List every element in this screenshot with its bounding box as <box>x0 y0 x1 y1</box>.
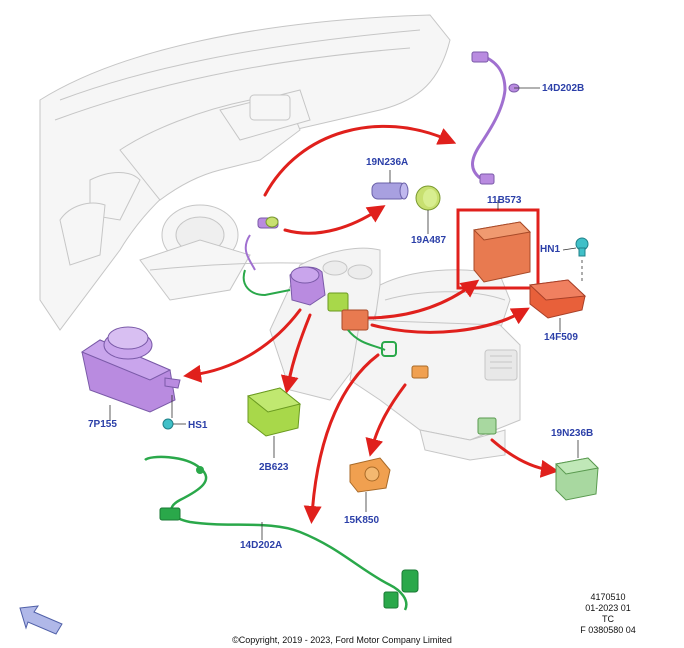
part-HN1 <box>562 237 589 282</box>
label-11B573: 11B573 <box>487 195 522 206</box>
installed-parts <box>242 216 497 435</box>
part-HS1 <box>162 418 186 430</box>
label-7P155: 7P155 <box>88 419 117 430</box>
part-14D202A <box>144 455 419 611</box>
arrow-to-14D202B <box>263 124 457 197</box>
label-14D202B: 14D202B <box>542 83 585 94</box>
label-HN1: HN1 <box>540 244 561 255</box>
part-19A487 <box>415 185 441 234</box>
label-19N236B: 19N236B <box>551 428 594 439</box>
ref-line-4: F 0380580 04 <box>580 625 636 635</box>
ref-line-2: 01-2023 01 <box>585 603 631 613</box>
arrow-to-2B623 <box>280 313 312 394</box>
label-HS1: HS1 <box>188 420 208 431</box>
label-14F509: 14F509 <box>544 332 578 343</box>
label-19A487: 19A487 <box>411 235 447 246</box>
arrow-to-11B573 <box>363 279 480 320</box>
label-2B623: 2B623 <box>259 462 289 473</box>
arrow-to-19N236A <box>283 205 386 235</box>
part-19N236A <box>371 170 409 200</box>
part-11B573 <box>456 200 540 290</box>
part-19N236B <box>554 440 600 501</box>
back-arrow-icon[interactable] <box>19 605 63 635</box>
label-19N236A: 19N236A <box>366 157 409 168</box>
part-14F509 <box>528 279 587 332</box>
label-15K850: 15K850 <box>344 515 380 526</box>
part-7P155 <box>80 326 181 420</box>
callout-arrows <box>183 124 559 524</box>
arrow-to-19N236B <box>490 438 559 478</box>
arrow-to-15K850 <box>365 383 407 457</box>
ref-line-3: TC <box>602 614 614 624</box>
label-14D202A: 14D202A <box>240 540 283 551</box>
arrow-to-14D202A <box>303 353 380 524</box>
reference-block: 4170510 01-2023 01 TC F 0380580 04 <box>560 592 656 636</box>
part-14D202B <box>471 51 540 185</box>
copyright-notice: ©Copyright, 2019 - 2023, Ford Motor Comp… <box>232 635 452 645</box>
arrow-to-7P155 <box>183 308 302 383</box>
ref-line-1: 4170510 <box>590 592 626 602</box>
dashboard-outline <box>39 14 451 331</box>
part-15K850 <box>349 457 391 512</box>
part-2B623 <box>246 387 302 458</box>
arrow-to-14F509 <box>370 307 530 334</box>
